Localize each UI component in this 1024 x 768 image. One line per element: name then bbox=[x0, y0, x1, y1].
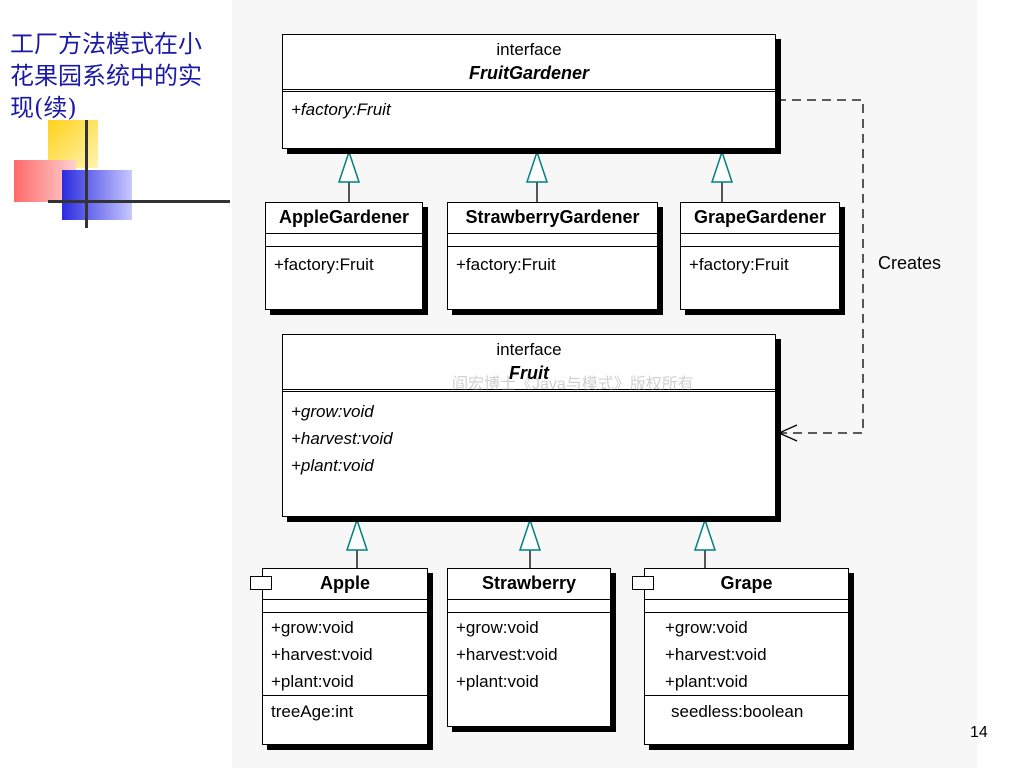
class-name: StrawberryGardener bbox=[465, 207, 640, 227]
operation: +grow:void bbox=[665, 618, 748, 637]
strawberry-class: Strawberry +grow:void +harvest:void +pla… bbox=[447, 568, 611, 727]
stereotype-label: interface bbox=[496, 40, 562, 59]
deco-vertical-line bbox=[85, 120, 88, 228]
operation: +harvest:void bbox=[665, 645, 767, 664]
divider bbox=[263, 695, 427, 696]
apple-gardener-triangle bbox=[337, 149, 361, 183]
operations: +factory:Fruit bbox=[681, 247, 839, 282]
operations: +grow:void +harvest:void +plant:void bbox=[645, 613, 848, 695]
class-name: Strawberry bbox=[481, 573, 577, 593]
divider bbox=[448, 599, 610, 600]
divider bbox=[448, 246, 657, 247]
deco-blue-square bbox=[62, 170, 132, 220]
component-icon bbox=[632, 576, 654, 590]
operations: +grow:void +harvest:void +plant:void bbox=[263, 613, 427, 695]
operation: +harvest:void bbox=[456, 645, 558, 664]
operation: +factory:Fruit bbox=[689, 255, 789, 274]
class-name: GrapeGardener bbox=[693, 207, 827, 227]
strawberry-gardener-class: StrawberryGardener +factory:Fruit bbox=[447, 202, 658, 310]
page-number: 14 bbox=[970, 724, 988, 741]
class-name: Apple bbox=[319, 573, 370, 593]
operation: +plant:void bbox=[291, 456, 374, 475]
operation: +factory:Fruit bbox=[274, 255, 374, 274]
apple-triangle bbox=[345, 517, 369, 551]
operation: +grow:void bbox=[291, 402, 374, 421]
operations: +factory:Fruit bbox=[266, 247, 422, 282]
divider bbox=[266, 246, 422, 247]
operations: +factory:Fruit bbox=[283, 92, 775, 127]
attribute: seedless:boolean bbox=[671, 702, 804, 721]
title-decoration bbox=[10, 120, 230, 230]
operation: +grow:void bbox=[456, 618, 539, 637]
grape-triangle bbox=[693, 517, 717, 551]
operation: +plant:void bbox=[665, 672, 748, 691]
divider bbox=[263, 612, 427, 613]
operation: +factory:Fruit bbox=[456, 255, 556, 274]
attribute: treeAge:int bbox=[271, 702, 354, 721]
grape-gardener-class: GrapeGardener +factory:Fruit bbox=[680, 202, 840, 310]
divider bbox=[645, 612, 848, 613]
watermark: 阎宏博士《Java与模式》版权所有 bbox=[452, 376, 694, 393]
strawberry-triangle bbox=[518, 517, 542, 551]
divider bbox=[448, 233, 657, 234]
operation: +plant:void bbox=[456, 672, 539, 691]
strawberry-gardener-triangle bbox=[525, 149, 549, 183]
divider bbox=[263, 599, 427, 600]
operation: +factory:Fruit bbox=[291, 100, 391, 119]
divider bbox=[645, 695, 848, 696]
attributes: seedless:boolean bbox=[645, 696, 848, 729]
operation: +harvest:void bbox=[291, 429, 393, 448]
divider bbox=[283, 89, 775, 92]
class-name: FruitGardener bbox=[468, 63, 590, 83]
fruit-gardener-interface: interface FruitGardener +factory:Fruit bbox=[282, 34, 776, 149]
deco-horizontal-line bbox=[48, 200, 230, 203]
operations: +factory:Fruit bbox=[448, 247, 657, 282]
divider bbox=[681, 233, 839, 234]
operations: +grow:void +harvest:void +plant:void bbox=[283, 392, 775, 483]
creates-arrowhead bbox=[777, 424, 798, 442]
divider bbox=[283, 389, 775, 392]
class-name: Grape bbox=[720, 573, 773, 593]
creates-label: Creates bbox=[878, 253, 942, 273]
operation: +harvest:void bbox=[271, 645, 373, 664]
grape-gardener-triangle bbox=[710, 149, 734, 183]
divider bbox=[645, 599, 848, 600]
apple-class: Apple +grow:void +harvest:void +plant:vo… bbox=[262, 568, 428, 745]
apple-gardener-class: AppleGardener +factory:Fruit bbox=[265, 202, 423, 310]
component-icon bbox=[250, 576, 272, 590]
class-name: Fruit bbox=[509, 363, 549, 383]
class-name: AppleGardener bbox=[278, 207, 410, 227]
slide-title: 工厂方法模式在小花果园系统中的实现(续) bbox=[10, 30, 202, 122]
operation: +grow:void bbox=[271, 618, 354, 637]
attributes: treeAge:int bbox=[263, 696, 427, 729]
divider bbox=[266, 233, 422, 234]
divider bbox=[448, 612, 610, 613]
fruit-interface: interface Fruit +grow:void +harvest:void… bbox=[282, 334, 776, 517]
stereotype-label: interface bbox=[496, 340, 562, 359]
divider bbox=[681, 246, 839, 247]
operation: +plant:void bbox=[271, 672, 354, 691]
grape-class: Grape +grow:void +harvest:void +plant:vo… bbox=[644, 568, 849, 745]
operations: +grow:void +harvest:void +plant:void bbox=[448, 613, 610, 699]
